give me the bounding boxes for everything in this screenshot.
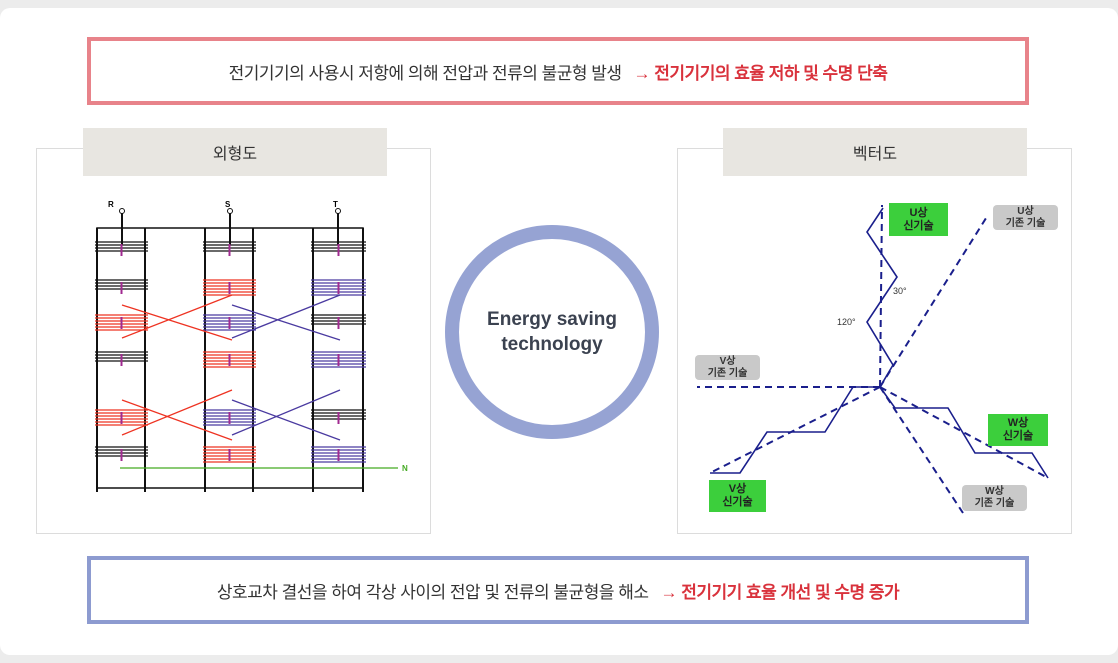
terminal-t: T xyxy=(333,200,338,209)
v-new-reference xyxy=(709,386,881,474)
angle-120-label: 120° xyxy=(837,317,856,327)
problem-message-box: 전기기기의 사용시 저항에 의해 전압과 전류의 불균형 발생 → 전기기기의 … xyxy=(87,37,1029,105)
badge-line-2: technology xyxy=(501,334,603,355)
cross-connection xyxy=(231,294,341,339)
u-old-vector xyxy=(879,214,989,388)
terminal-n: N xyxy=(402,464,408,473)
vector-diagram-title: 벡터도 xyxy=(723,128,1027,176)
cross-connection xyxy=(231,304,341,341)
external-view-title: 외형도 xyxy=(83,128,387,176)
cross-connection xyxy=(121,389,233,436)
cross-connection xyxy=(121,399,233,441)
problem-text: 전기기기의 사용시 저항에 의해 전압과 전류의 불균형 발생 xyxy=(228,63,622,83)
u-new-reference xyxy=(879,204,883,388)
w-old-vector xyxy=(879,386,964,514)
cross-connection xyxy=(231,399,341,441)
terminal-dot xyxy=(227,208,233,214)
problem-result: → 전기기기의 효율 저하 및 수명 단축 xyxy=(633,63,888,83)
angle-30-label: 30° xyxy=(893,286,907,296)
v-phase-zigzag-vector xyxy=(710,386,880,474)
terminal-dot xyxy=(119,208,125,214)
transformer-schematic xyxy=(95,208,398,492)
cross-connection xyxy=(121,304,233,341)
terminal-r: R xyxy=(108,200,114,209)
solution-message-box: 상호교차 결선을 하여 각상 사이의 전압 및 전류의 불균형을 해소 → 전기… xyxy=(87,556,1029,624)
solution-text: 상호교차 결선을 하여 각상 사이의 전압 및 전류의 불균형을 해소 xyxy=(216,582,649,602)
u-phase-zigzag-vector xyxy=(866,207,898,388)
solution-result: → 전기기기 효율 개선 및 수명 증가 xyxy=(660,582,900,602)
cross-connection xyxy=(231,389,341,436)
w-new-reference xyxy=(879,386,1049,479)
w-phase-zigzag-vector xyxy=(879,386,1049,479)
vector-diagram xyxy=(697,204,1049,514)
cross-connection xyxy=(121,294,233,339)
terminal-dot xyxy=(335,208,341,214)
badge-line-1: Energy saving xyxy=(487,309,617,330)
terminal-s: S xyxy=(225,200,231,209)
